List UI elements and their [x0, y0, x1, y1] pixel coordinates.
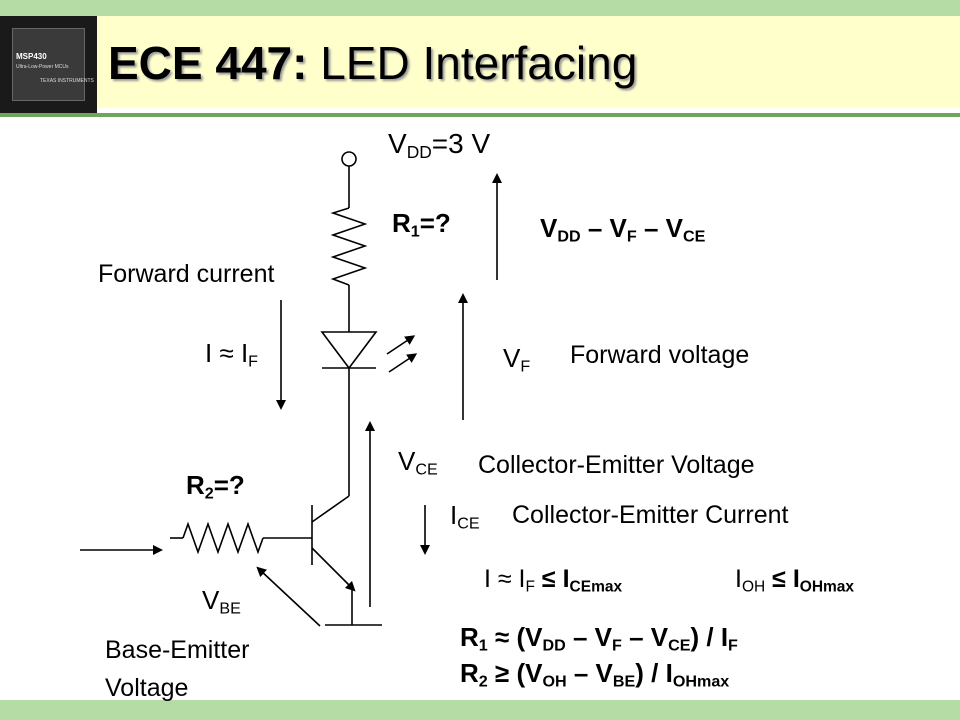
base-emitter-label-line1: Base-Emitter — [105, 636, 250, 664]
page-title: ECE 447: LED Interfacing — [108, 36, 637, 90]
title-header — [97, 16, 960, 108]
bottom-bar — [0, 700, 960, 720]
resistor-r2 — [182, 521, 264, 555]
chip-body — [12, 28, 85, 101]
led-triangle — [320, 331, 378, 370]
vf-label: VF — [503, 343, 531, 376]
vbe-label: VBE — [202, 585, 241, 618]
resistor-r1 — [330, 207, 368, 286]
r2-label: R2=? — [186, 470, 245, 503]
vce-label: VCE — [398, 446, 438, 479]
chip-label: MSP430 — [16, 52, 47, 61]
collector-emitter-voltage-label: Collector-Emitter Voltage — [478, 451, 755, 479]
r1-label: R1=? — [392, 208, 451, 241]
r1-equation: R1 ≈ (VDD – VF – VCE) / IF — [460, 622, 738, 655]
title-course: ECE 447: — [108, 37, 308, 89]
title-topic: LED Interfacing — [307, 37, 638, 89]
transistor-emitter — [311, 547, 356, 592]
transistor-collector — [311, 495, 350, 523]
vdd-drop-expression: VDD – VF – VCE — [540, 213, 706, 246]
ti-logo: TEXAS INSTRUMENTS — [40, 78, 94, 84]
base-emitter-label-line2: Voltage — [105, 674, 189, 702]
header-divider — [0, 113, 960, 117]
chip-sublabel: Ultra-Low-Power MCUs — [16, 64, 69, 70]
ice-label: ICE — [450, 500, 480, 533]
top-bar — [0, 0, 960, 16]
vdd-terminal — [341, 151, 357, 167]
r2-equation: R2 ≥ (VOH – VBE) / IOHmax — [460, 658, 730, 691]
led-emission-1 — [386, 335, 416, 355]
condition-current-max: I ≈ IF ≤ ICEmax — [484, 565, 623, 596]
vdd-label: VDD=3 V — [388, 128, 491, 162]
collector-emitter-current-label: Collector-Emitter Current — [512, 501, 789, 529]
current-approx-label: I ≈ IF — [205, 338, 259, 371]
msp430-chip-logo: MSP430 Ultra-Low-Power MCUs TEXAS INSTRU… — [0, 16, 97, 113]
forward-current-label: Forward current — [98, 260, 275, 288]
forward-voltage-label: Forward voltage — [570, 341, 750, 369]
led-emission-2 — [388, 353, 418, 373]
condition-oh-max: IOH ≤ IOHmax — [735, 565, 855, 596]
arrow-vbe — [256, 566, 321, 627]
